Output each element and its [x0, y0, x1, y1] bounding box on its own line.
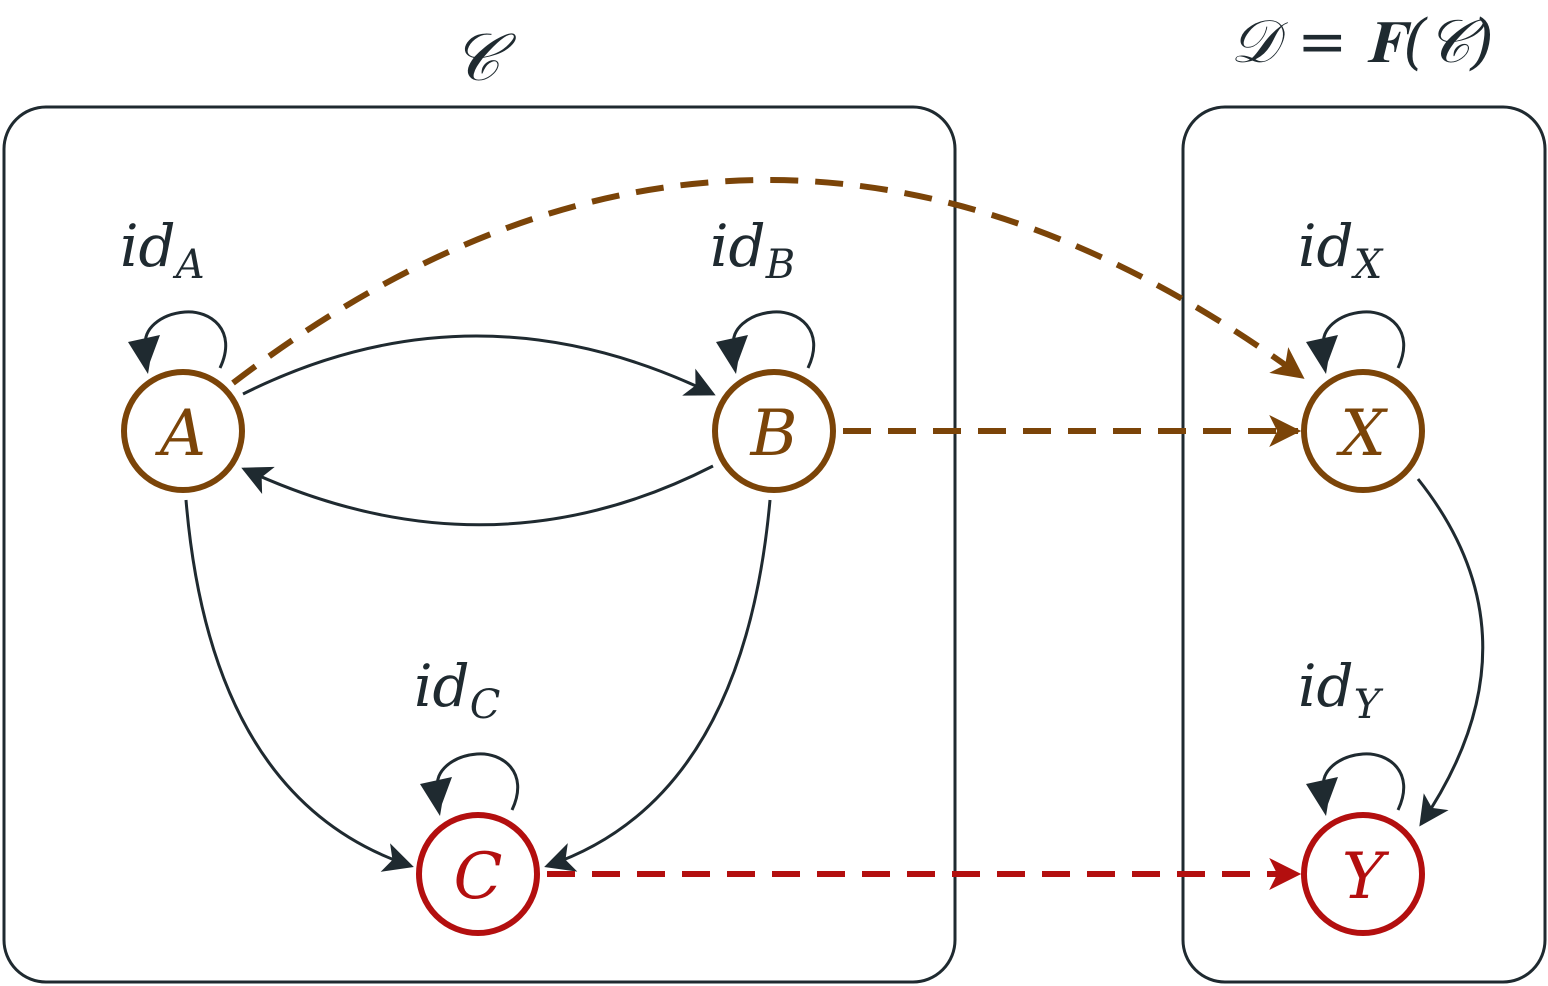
object-node-x: X — [1301, 369, 1425, 493]
object-label-a: A — [155, 397, 206, 471]
morphism-a-to-c — [184, 499, 414, 872]
morphism-b-to-c — [544, 499, 772, 872]
identity-loop-a-arrowhead — [128, 335, 160, 374]
object-label-b: B — [749, 397, 797, 471]
identity-label-a: idA — [120, 212, 205, 288]
object-node-y: Y — [1301, 812, 1425, 936]
identity-label-c: idC — [414, 652, 500, 728]
object-node-b: B — [712, 369, 836, 493]
object-node-a: A — [121, 369, 245, 493]
identity-loop-b-arrowhead — [716, 335, 748, 374]
identity-loop-a — [143, 310, 228, 369]
identity-loop-y-arrowhead — [1306, 777, 1338, 816]
functor-map-a-to-x — [231, 177, 1305, 386]
object-label-y: Y — [1342, 840, 1390, 914]
category-d-title: 𝒟 = 𝐅(𝒞) — [1230, 7, 1494, 77]
object-label-x: X — [1335, 397, 1388, 471]
identity-loop-c — [435, 752, 520, 811]
category-d-box — [1181, 105, 1547, 984]
identity-label-y: idY — [1298, 652, 1384, 728]
category-c-title: 𝒞 — [452, 19, 517, 96]
object-label-c: C — [454, 840, 503, 914]
category-c-box — [2, 105, 957, 984]
morphism-x-to-y — [1416, 478, 1485, 827]
identity-loop-y — [1321, 752, 1406, 811]
object-node-c: C — [416, 812, 540, 936]
identity-label-b: idB — [710, 212, 795, 288]
morphism-b-to-a — [241, 464, 714, 527]
identity-loop-x-arrowhead — [1306, 335, 1338, 374]
identity-loop-c-arrowhead — [420, 777, 452, 816]
identity-loop-x — [1321, 310, 1406, 369]
identity-loop-b — [731, 310, 816, 369]
morphism-a-to-b — [242, 334, 716, 396]
identity-label-x: idX — [1298, 212, 1384, 288]
